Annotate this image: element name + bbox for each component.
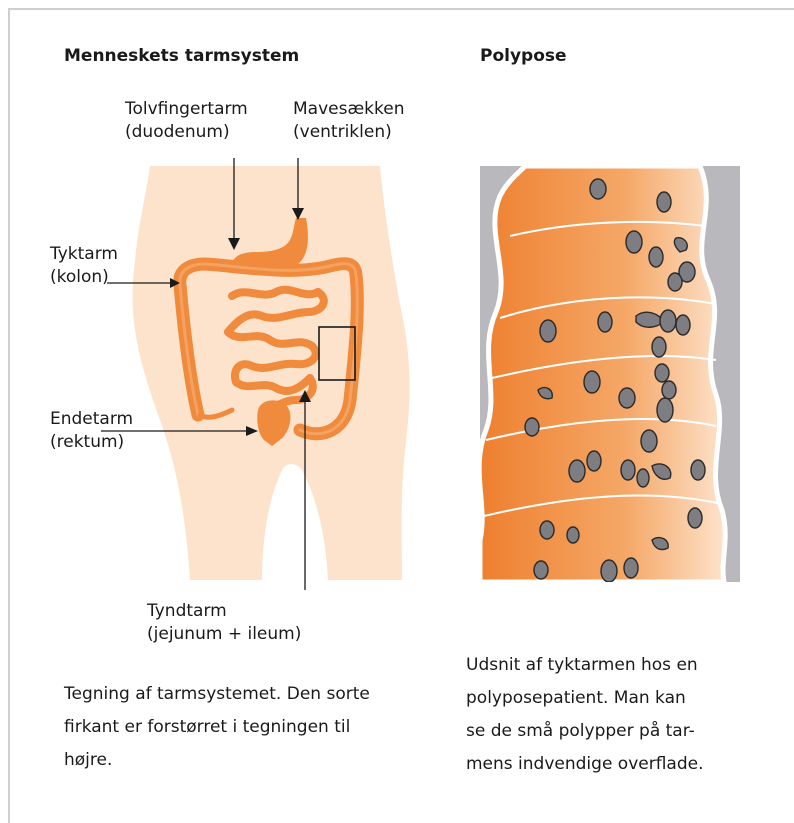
left-caption: Tegning af tarmsystemet. Den sorte firka… (64, 678, 394, 777)
right-caption: Udsnit af tyktarmen hos en polyposepatie… (466, 649, 776, 781)
